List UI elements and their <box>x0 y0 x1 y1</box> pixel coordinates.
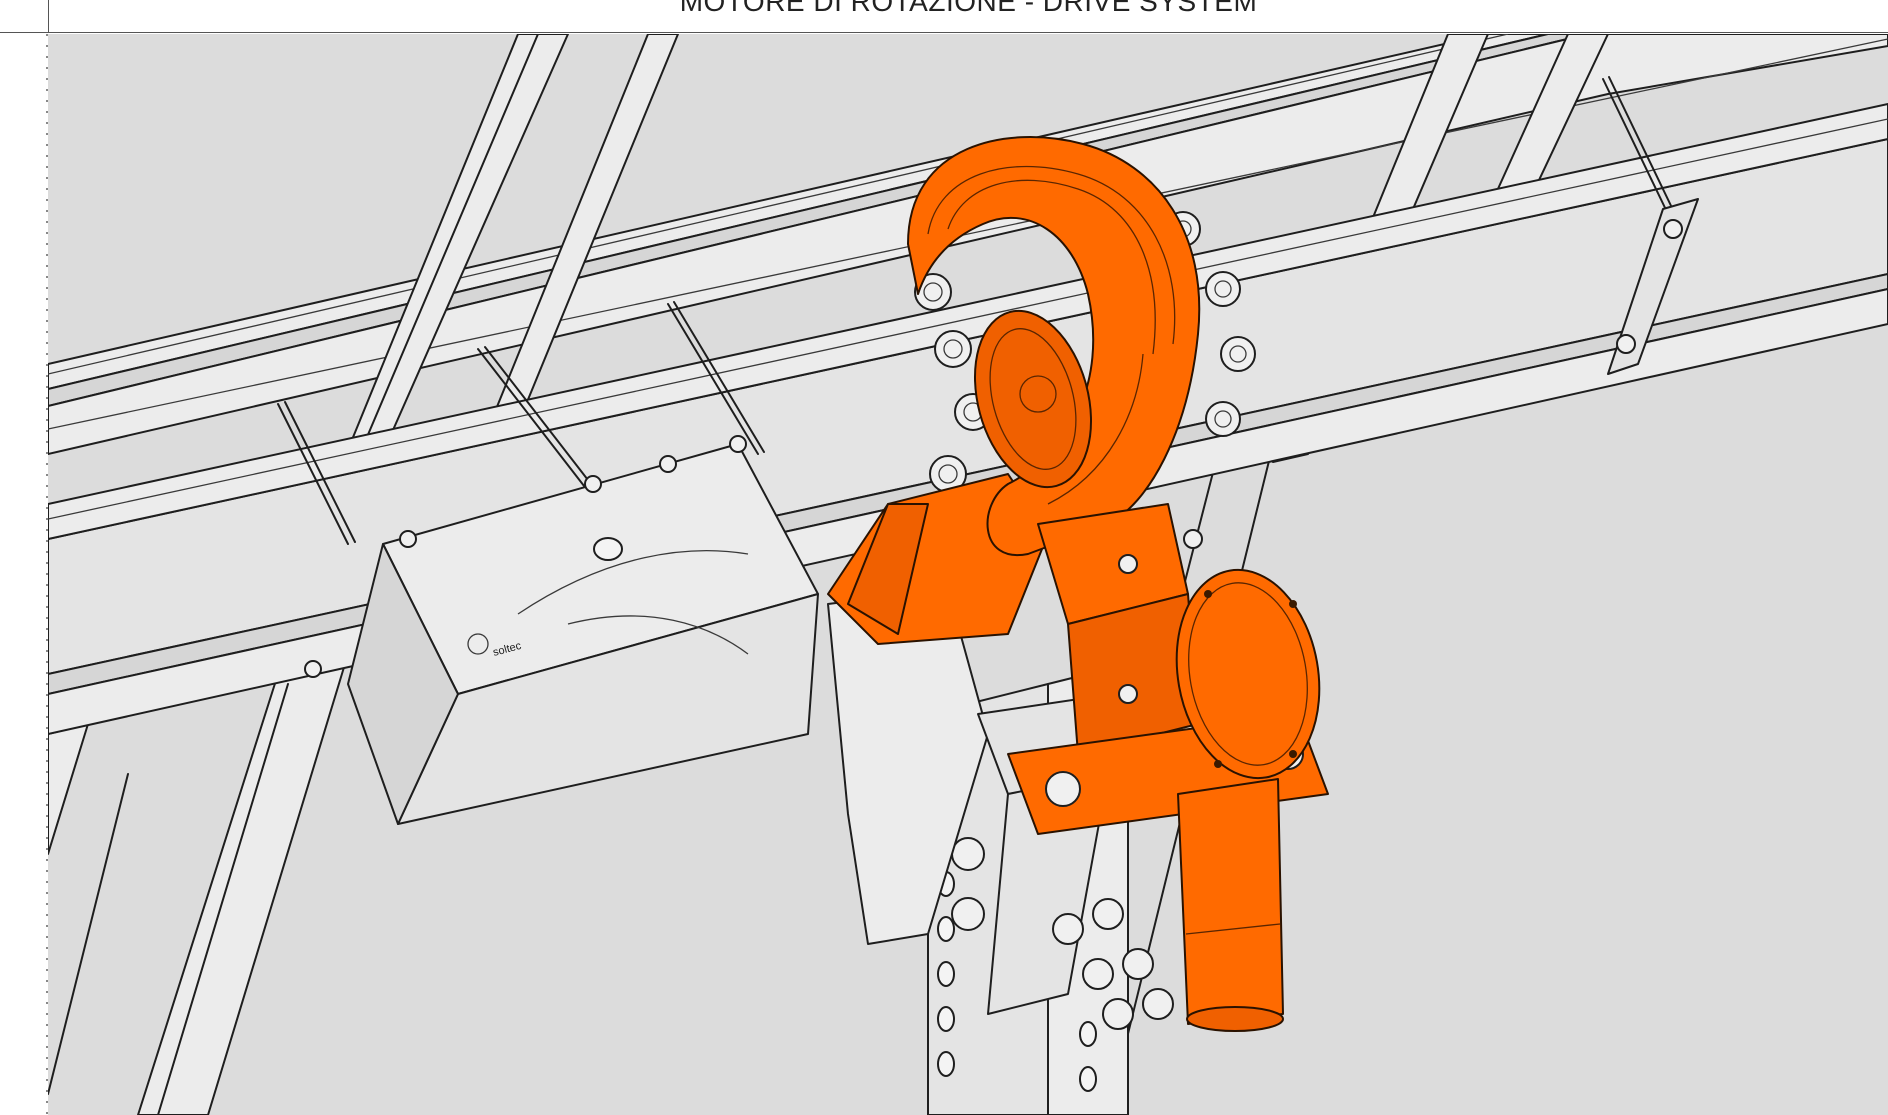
controller-box: soltec <box>304 435 819 825</box>
flange-bolts <box>914 211 1256 493</box>
margin-ruler <box>46 34 48 1115</box>
frame-line <box>0 32 48 33</box>
purlin-clamp <box>1607 198 1699 375</box>
purlin-rods <box>277 76 1675 545</box>
title-bar: MOTORE DI ROTAZIONE - DRIVE SYSTEM <box>48 0 1888 33</box>
left-margin <box>0 0 48 1115</box>
drive-system-illustration: soltec <box>48 34 1888 1115</box>
technical-drawing: soltec <box>48 34 1888 1115</box>
drawing-title: MOTORE DI ROTAZIONE - DRIVE SYSTEM <box>679 0 1258 17</box>
slew-drive <box>827 136 1329 1032</box>
